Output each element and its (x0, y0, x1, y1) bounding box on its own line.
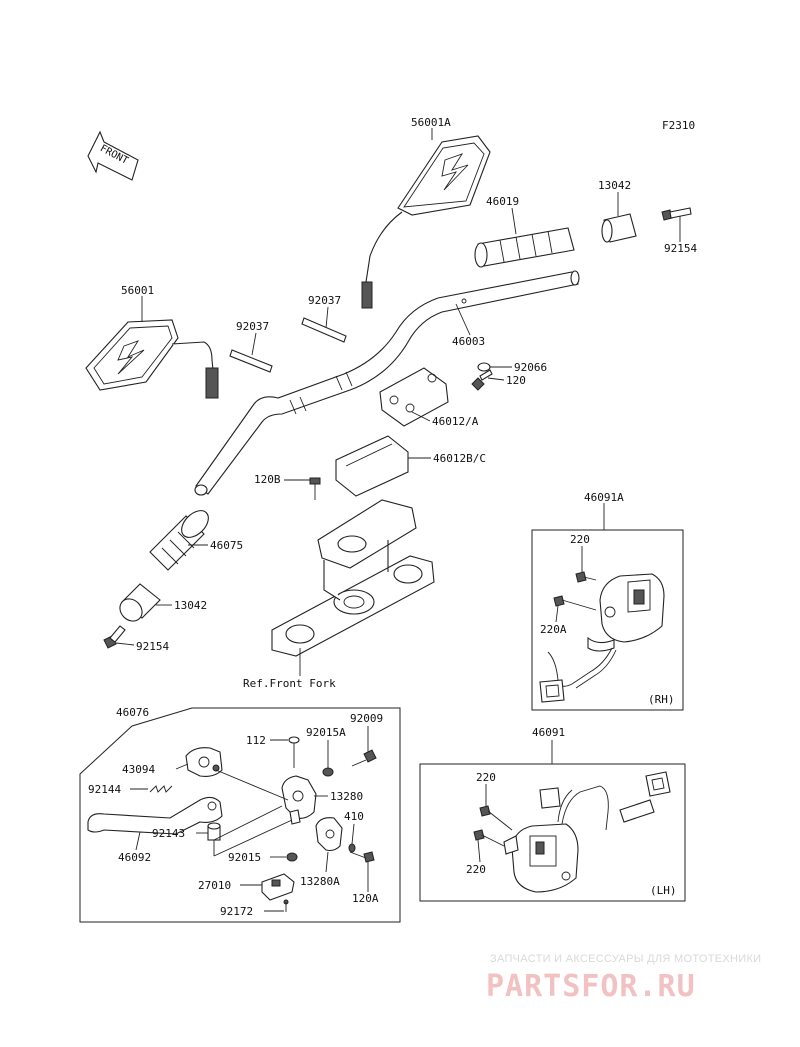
washer-410 (348, 843, 356, 853)
clip-92037-b (301, 317, 347, 343)
grip-left (149, 510, 209, 571)
label-13042-top: 13042 (598, 179, 631, 192)
screw-220-rh (575, 571, 597, 583)
switch-housing-left (503, 823, 579, 893)
label-220-lh-b: 220 (466, 863, 486, 876)
washer-92015A (322, 767, 334, 777)
label-27010: 27010 (198, 879, 231, 892)
label-120: 120 (506, 374, 526, 387)
bolt-112 (288, 736, 300, 768)
lower-clamp (335, 435, 409, 497)
bolt-120 (471, 369, 493, 391)
bolt-92009 (351, 749, 377, 767)
label-56001A: 56001A (411, 116, 451, 129)
label-46003: 46003 (452, 335, 485, 348)
label-46091A: 46091A (584, 491, 624, 504)
label-46012BC: 46012B/C (433, 452, 486, 465)
label-92037-a: 92037 (236, 320, 269, 333)
label-120B: 120B (254, 473, 281, 486)
label-13280A: 13280A (300, 875, 340, 888)
label-120A: 120A (352, 892, 379, 905)
label-92154-top: 92154 (664, 242, 697, 255)
label-92066: 92066 (514, 361, 547, 374)
wire-harness-right (539, 647, 617, 703)
rh-box-label: (RH) (648, 693, 675, 706)
label-43094: 43094 (122, 763, 155, 776)
figure-code: F2310 (662, 119, 695, 132)
bar-end-weight-right (601, 213, 637, 243)
grip-right (474, 227, 575, 268)
spring-92144 (149, 785, 173, 793)
holder-13280 (281, 775, 317, 825)
switch-27010 (261, 873, 295, 901)
label-92143: 92143 (152, 827, 185, 840)
label-220-rh: 220 (570, 533, 590, 546)
label-92172: 92172 (220, 905, 253, 918)
bolt-120B (309, 477, 321, 500)
clutch-lever-46092 (87, 796, 223, 835)
handlebar (194, 270, 580, 496)
label-92144: 92144 (88, 783, 121, 796)
label-46091: 46091 (532, 726, 565, 739)
upper-clamp (379, 367, 449, 427)
label-92015: 92015 (228, 851, 261, 864)
front-arrow-icon: FRONT (87, 130, 139, 181)
label-410: 410 (344, 810, 364, 823)
label-92154-bottom: 92154 (136, 640, 169, 653)
label-13280: 13280 (330, 790, 363, 803)
label-92037-b: 92037 (308, 294, 341, 307)
lh-box-label: (LH) (650, 884, 677, 897)
label-46012A: 46012/A (432, 415, 479, 428)
washer-92015 (286, 852, 298, 862)
wire-harness-left (539, 771, 671, 831)
label-92009: 92009 (350, 712, 383, 725)
label-220-lh-a: 220 (476, 771, 496, 784)
bolt-92154-top (661, 207, 692, 221)
rh-switch-box (531, 529, 684, 711)
label-13042-bottom: 13042 (174, 599, 207, 612)
screw-220-lh-b (473, 829, 505, 847)
lever-assembly-box (79, 707, 401, 923)
bolt-92154-bottom (103, 625, 126, 649)
watermark-brand: PARTSFOR.RU (486, 969, 696, 1004)
label-46076: 46076 (116, 706, 149, 719)
holder-13280A (315, 817, 343, 852)
label-56001: 56001 (121, 284, 154, 297)
label-220A: 220A (540, 623, 567, 636)
label-46019: 46019 (486, 195, 519, 208)
screw-220A (553, 595, 597, 611)
label-46075: 46075 (210, 539, 243, 552)
lower-triple-clamp (271, 540, 435, 657)
label-46092: 46092 (118, 851, 151, 864)
mirror-right (361, 135, 491, 309)
mirror-left (85, 319, 219, 399)
lever-bracket-43094 (185, 747, 223, 777)
switch-housing-right (587, 573, 665, 652)
lh-switch-box (419, 763, 686, 902)
screw-220-lh-a (479, 805, 513, 831)
watermark-tagline: ЗАПЧАСТИ И АКСЕССУАРЫ ДЛЯ МОТОТЕХНИКИ (490, 953, 761, 965)
label-112: 112 (246, 734, 266, 747)
label-92015A: 92015A (306, 726, 346, 739)
screw-92172 (283, 899, 289, 912)
upper-triple-clamp (317, 499, 417, 569)
bolt-120A (349, 851, 375, 863)
bar-end-weight-left (119, 583, 161, 622)
ref-front-fork-label: Ref.Front Fork (243, 677, 336, 690)
clip-92037-a (229, 349, 273, 373)
washer-92066 (477, 362, 491, 372)
